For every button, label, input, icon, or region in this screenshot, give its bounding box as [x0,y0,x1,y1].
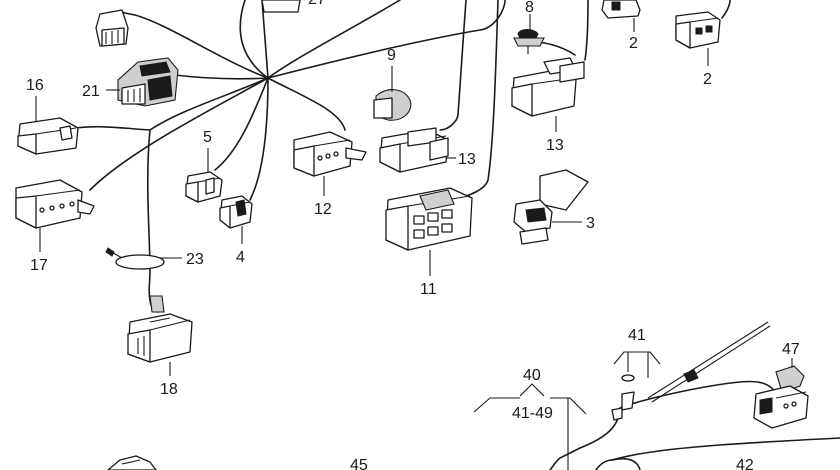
label-42: 42 [736,457,754,470]
label-45: 45 [350,457,368,470]
clip-8 [513,29,545,54]
cable-tie-23 [105,247,165,270]
label-23: 23 [186,251,204,268]
connector-18 [127,295,193,363]
label-11: 11 [420,281,437,298]
label-5: 5 [203,129,212,146]
connector-12 [293,131,367,177]
connector-2-right [675,11,721,49]
label-27: 27 [308,0,326,8]
main-harness-wires [74,0,506,301]
label-3: 3 [586,215,595,232]
label-47: 47 [782,341,800,358]
label-2-left: 2 [629,35,638,52]
label-8: 8 [525,0,534,16]
connector-16 [17,117,79,155]
label-21: 21 [82,83,100,100]
connector-3 [513,169,589,245]
label-13-right: 13 [546,137,564,154]
connector-5 [185,171,223,203]
leader-lines [35,14,793,376]
label-41-49: 41-49 [512,405,553,422]
label-16: 16 [26,77,44,94]
bracket-41 [613,351,661,378]
top-center-part [261,0,301,13]
connector-13-left [379,127,449,173]
label-41: 41 [628,327,646,344]
label-4: 4 [236,249,245,266]
connector-21 [117,57,179,107]
label-2-right: 2 [703,71,712,88]
label-12: 12 [314,201,332,218]
connector-11 [385,187,473,251]
connector-top-left [95,9,129,47]
label-13-left: 13 [458,151,476,168]
lower-right-harness [549,321,840,470]
label-9: 9 [387,47,396,64]
label-40: 40 [523,367,541,384]
part-45 [107,455,157,470]
connector-4 [219,195,253,229]
label-17: 17 [30,257,48,274]
connector-13-right [511,57,585,117]
label-18: 18 [160,381,178,398]
connector-2-left [601,0,641,19]
connector-17 [15,179,95,229]
part-9 [373,89,412,121]
bracket-40 [473,383,587,470]
